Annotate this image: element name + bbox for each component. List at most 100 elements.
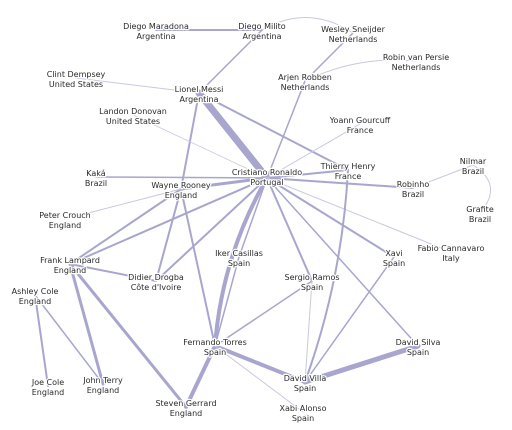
node-label-halo: Spain (292, 414, 314, 423)
node-label-halo: Yoann Gourcuff (329, 116, 391, 125)
node-country-label: United States (106, 117, 160, 126)
node-label-halo: England (54, 266, 86, 275)
edge-ronaldo-silva (266, 177, 419, 347)
node-name-label: Xabi Alonso (280, 404, 327, 413)
node-label-halo: Diego Maradona (123, 22, 189, 31)
node-name-label: Nilmar (460, 157, 487, 166)
edge-messi-henry (198, 92, 349, 171)
node-name-label: John Terry (82, 376, 123, 385)
node-country-label: Portugal (250, 178, 283, 187)
node-country-label: Spain (292, 414, 314, 423)
edge-ronaldo-drogba (155, 177, 268, 282)
node-label-halo: John Terry (82, 376, 123, 385)
node-label-halo: Fernando Torres (183, 338, 247, 347)
node-label-halo: Robin van Persie (383, 53, 449, 62)
node-label-halo: Brazil (469, 215, 491, 224)
edge-lampard-terry (68, 262, 105, 386)
node-label-halo: Lionel Messi (175, 85, 224, 94)
edge-ronaldo-henry (266, 169, 349, 179)
edge-ronaldo-robben (266, 80, 306, 179)
node-country-label: Spain (383, 259, 405, 268)
node-label-halo: England (49, 221, 81, 230)
node-label-halo: Spain (383, 259, 405, 268)
node-country-label: Netherlands (392, 63, 441, 72)
edge-villa-silva (302, 343, 421, 385)
node-name-label: Didier Drogba (128, 273, 184, 282)
edge-torres-gerrard (184, 344, 217, 409)
node-label-halo: Argentina (242, 32, 281, 41)
edge-ronaldo-cannavaro (266, 177, 452, 253)
node-name-label: Wesley Sneijder (321, 25, 385, 34)
edge-ronaldo-ramos (266, 177, 313, 282)
edge-ronaldo-robinho (266, 177, 414, 189)
node-label-halo: Spain (204, 348, 226, 357)
node-label-halo: Netherlands (281, 83, 330, 92)
node-label-halo: Didier Drogba (128, 273, 184, 282)
node-label-halo: England (170, 409, 202, 418)
node-label-halo: Joe Cole (31, 378, 64, 387)
node-label-halo: Spain (228, 259, 250, 268)
node-country-label: England (54, 266, 86, 275)
node-name-label: Frank Lampard (40, 256, 100, 265)
node-label-halo: Ashley Cole (12, 287, 59, 296)
node-country-label: Brazil (85, 179, 107, 188)
node-label-halo: Netherlands (329, 35, 378, 44)
edge-lampard-drogba (69, 263, 157, 282)
edge-henry-villa (304, 169, 349, 383)
node-name-label: Thierry Henry (320, 162, 376, 171)
node-country-label: France (347, 126, 374, 135)
node-label-halo: Netherlands (392, 63, 441, 72)
node-country-label: Argentina (136, 32, 175, 41)
node-label-halo: Italy (442, 254, 460, 263)
edge-ronaldo-donovan (132, 114, 268, 179)
node-name-label: Diego Milito (238, 22, 286, 31)
node-name-label: Joe Cole (31, 378, 64, 387)
node-country-label: Netherlands (281, 83, 330, 92)
node-name-label: Robinho (397, 180, 430, 189)
node-label-halo: Cristiano Ronaldo (232, 168, 302, 177)
node-country-label: Spain (228, 259, 250, 268)
node-name-label: Arjen Robben (278, 73, 332, 82)
node-label-halo: Spain (294, 384, 316, 393)
node-country-label: France (335, 172, 362, 181)
node-name-label: Lionel Messi (175, 85, 224, 94)
edge-acole-jcole (34, 294, 49, 387)
node-label-halo: Grafite (466, 205, 494, 214)
node-name-label: Ashley Cole (12, 287, 59, 296)
node-label-halo: Brazil (462, 167, 484, 176)
node-name-label: Yoann Gourcuff (329, 116, 391, 125)
node-label-halo: Wayne Rooney (151, 181, 211, 190)
node-name-label: Diego Maradona (123, 22, 189, 31)
node-label-halo: Peter Crouch (39, 211, 90, 220)
edge-ronaldo-lampard (69, 177, 268, 265)
edge-torres-alonso (214, 345, 304, 413)
node-label-halo: Brazil (85, 179, 107, 188)
node-country-label: Netherlands (329, 35, 378, 44)
edge-casillas-torres (214, 256, 240, 347)
node-label-halo: Steven Gerrard (155, 399, 216, 408)
node-label-halo: United States (49, 80, 103, 89)
node-label-halo: Brazil (402, 190, 424, 199)
node-label-halo: France (347, 126, 374, 135)
edge-torres-villa (213, 344, 307, 384)
node-label-halo: Argentina (136, 32, 175, 41)
node-country-label: England (87, 386, 119, 395)
